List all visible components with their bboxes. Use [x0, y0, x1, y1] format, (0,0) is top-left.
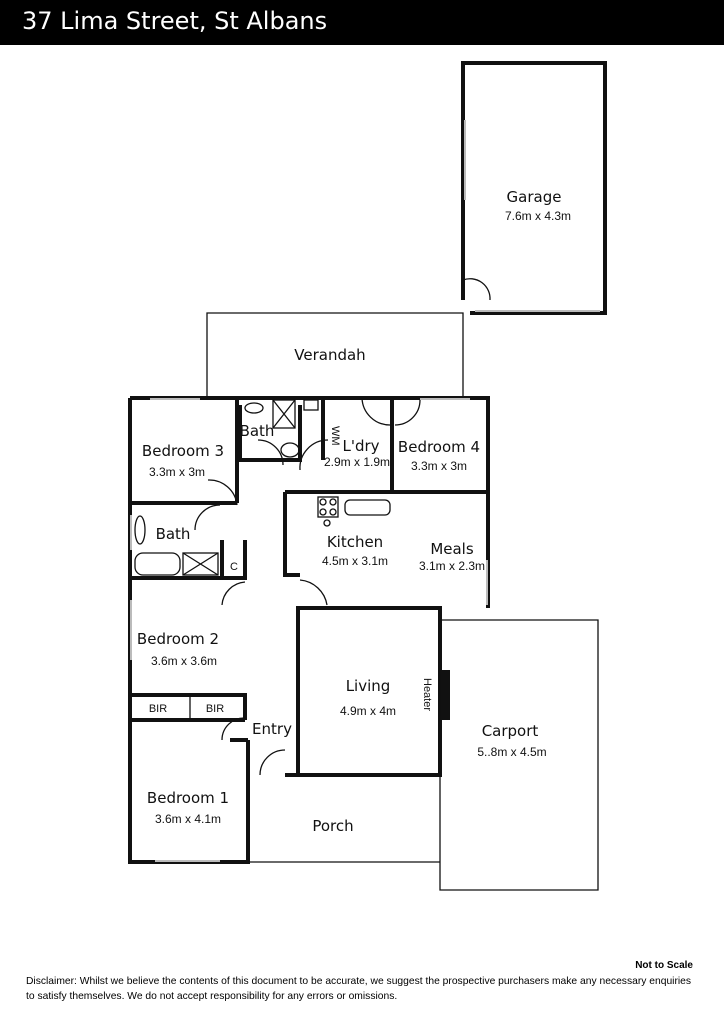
disclaimer: Disclaimer: Whilst we believe the conten… [26, 976, 692, 1002]
carport-outline [439, 619, 599, 891]
laundry-dim: 2.9m x 1.9m [324, 455, 390, 469]
cupboard-label: C [230, 561, 238, 573]
fixtures [134, 399, 450, 720]
bir2-label: BIR [206, 703, 224, 715]
entry-label: Entry [252, 720, 292, 738]
door-arcs [194, 397, 421, 776]
living-dim: 4.9m x 4m [340, 704, 396, 718]
porch-label: Porch [312, 817, 353, 835]
bath2-label: Bath [156, 525, 191, 543]
kitchen-dim: 4.5m x 3.1m [322, 554, 388, 568]
not-to-scale-note: Not to Scale [635, 960, 693, 971]
verandah-outline [206, 312, 464, 398]
bedroom3-label: Bedroom 3 [142, 442, 224, 460]
carport-label: Carport [482, 722, 539, 740]
bedroom4-label: Bedroom 4 [398, 438, 480, 456]
carport-dim: 5..8m x 4.5m [477, 745, 546, 759]
house-walls [128, 396, 490, 864]
bedroom2-dim: 3.6m x 3.6m [151, 654, 217, 668]
laundry-label: L'dry [342, 437, 379, 455]
bir1-label: BIR [149, 703, 167, 715]
page-title: 37 Lima Street, St Albans [22, 7, 328, 35]
meals-dim: 3.1m x 2.3m [419, 559, 485, 573]
garage-label: Garage [507, 188, 562, 206]
bath1-label: Bath [240, 422, 275, 440]
heater-label: Heater [421, 678, 433, 711]
title-bar: 37 Lima Street, St Albans [0, 0, 724, 45]
garage-walls [461, 61, 607, 315]
living-label: Living [346, 677, 391, 695]
kitchen-label: Kitchen [327, 533, 383, 551]
bedroom1-label: Bedroom 1 [147, 789, 229, 807]
verandah-label: Verandah [294, 346, 365, 364]
bedroom4-dim: 3.3m x 3m [411, 459, 467, 473]
bedroom2-label: Bedroom 2 [137, 630, 219, 648]
meals-label: Meals [430, 540, 474, 558]
bedroom1-dim: 3.6m x 4.1m [155, 812, 221, 826]
garage-dim: 7.6m x 4.3m [505, 209, 571, 223]
bedroom3-dim: 3.3m x 3m [149, 465, 205, 479]
wm-label: WM [329, 426, 341, 446]
